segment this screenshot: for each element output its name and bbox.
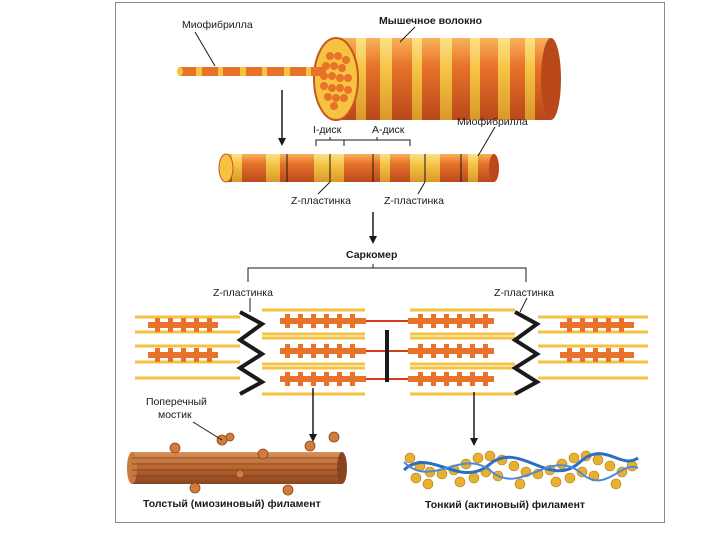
m-line — [385, 330, 389, 382]
thin-filament-illustration — [402, 450, 639, 490]
label-z-plate-left-low: Z-пластинка — [213, 287, 273, 299]
label-thick-filament: Толстый (миозиновый) филамент — [143, 498, 321, 510]
sarcomere — [135, 308, 648, 396]
muscle-fiber-leader — [399, 26, 416, 43]
label-thin-filament: Тонкий (актиновый) филамент — [425, 499, 586, 511]
label-z-plate-right-mid: Z-пластинка — [384, 195, 444, 207]
label-z-plate-left-mid: Z-пластинка — [291, 195, 351, 207]
thick-filament-illustration — [127, 431, 347, 496]
label-myofibril-top: Миофибрилла — [182, 19, 253, 31]
myofibril-top-leader — [194, 31, 216, 67]
label-cross-bridge-1: Поперечный — [146, 396, 207, 408]
z-line-right — [511, 310, 541, 396]
muscle-fiber — [177, 37, 561, 121]
label-sarcomere: Саркомер — [346, 249, 398, 261]
label-muscle-fiber: Мышечное волокно — [379, 15, 483, 27]
label-myofibril-mid: Миофибрилла — [457, 116, 528, 128]
z-line-left — [236, 310, 266, 396]
myofibril-segment — [218, 153, 499, 183]
label-i-disc: I-диск — [313, 124, 342, 136]
label-a-disc: А-диск — [372, 124, 405, 136]
myosin-heads — [155, 314, 624, 386]
label-cross-bridge-2: мостик — [158, 409, 192, 421]
label-z-plate-right-low: Z-пластинка — [494, 287, 554, 299]
